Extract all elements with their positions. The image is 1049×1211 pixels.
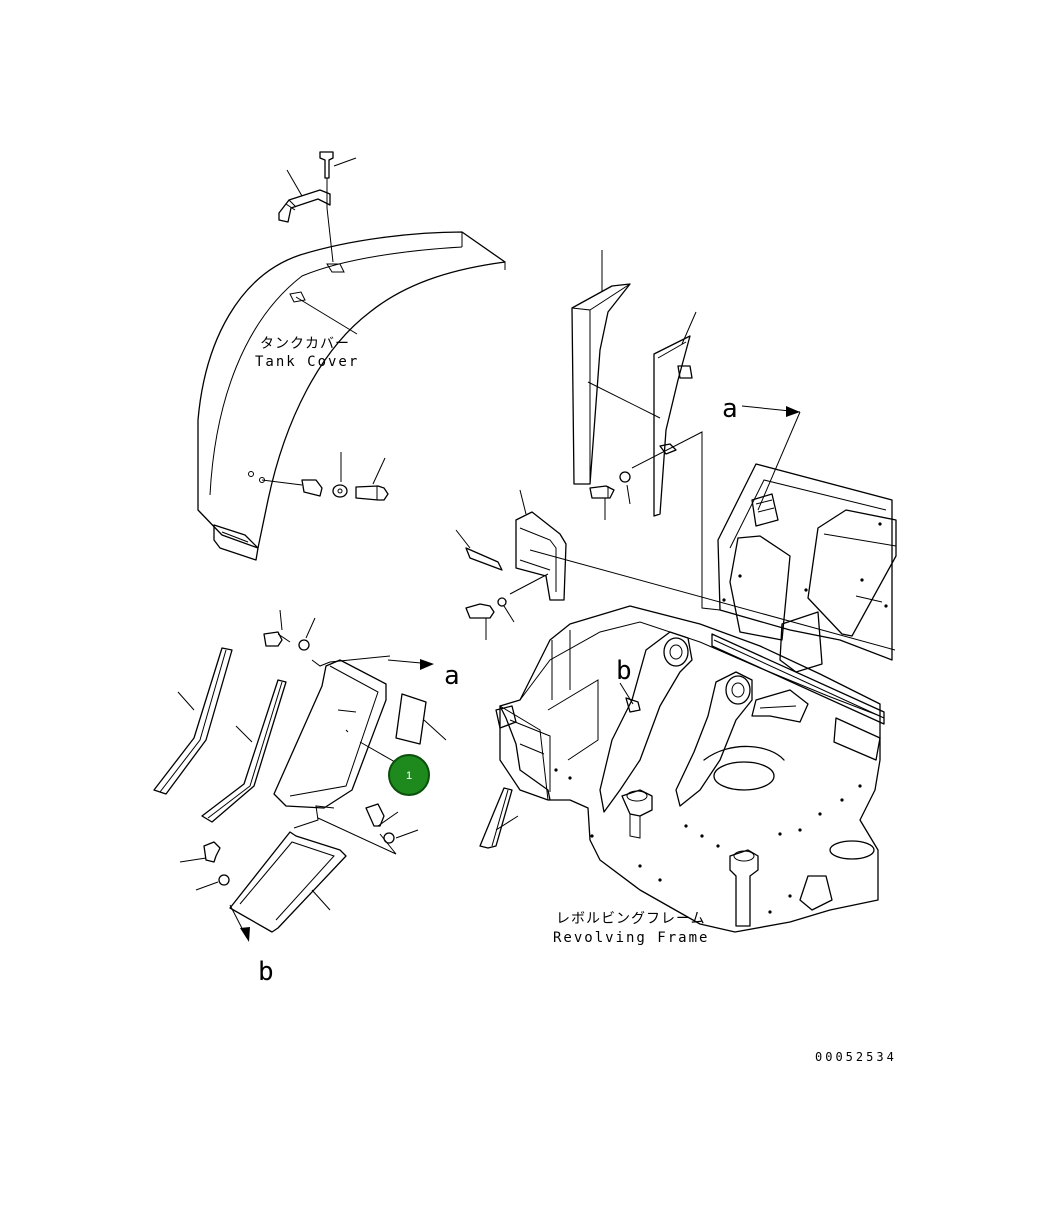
revolving-frame-part	[499, 605, 881, 933]
part-marker-1[interactable]: 1	[388, 754, 430, 796]
screw-part	[319, 151, 334, 179]
tank-cover-label-jp: タンクカバー	[260, 336, 350, 352]
revolving-frame-label-en: Revolving Frame	[553, 930, 709, 946]
tank-cover-label-en: Tank Cover	[255, 354, 359, 370]
revolving-frame-label-jp: レボルビングフレーム	[556, 911, 706, 927]
reference-a-label: a	[722, 394, 738, 424]
reference-b-label: b	[258, 957, 274, 987]
marker-label: 1	[406, 770, 412, 782]
partition-plates	[571, 250, 721, 611]
reference-arrows	[229, 405, 801, 942]
left-seal-parts	[153, 609, 447, 933]
revolving-frame-group	[479, 463, 897, 933]
drawing-number: 00052534	[815, 1050, 897, 1064]
tank-cover-group	[197, 151, 506, 561]
reference-b-label: b	[616, 656, 632, 686]
reference-a-label: a	[444, 661, 460, 691]
tank-cover-part	[197, 231, 506, 549]
marker-circle[interactable]	[388, 754, 430, 796]
handle-part	[278, 189, 331, 223]
small-cover-group	[455, 489, 896, 651]
frame-holes	[554, 522, 888, 914]
plate-part-1	[273, 659, 387, 809]
